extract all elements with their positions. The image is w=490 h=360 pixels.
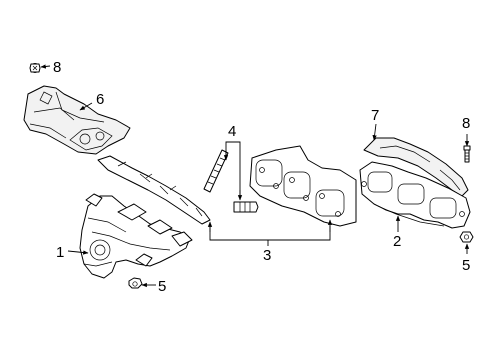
heat-shield-left	[23, 85, 131, 155]
nut-5-right	[459, 231, 474, 243]
callout-6: 6	[96, 91, 104, 108]
heat-shield-right	[363, 137, 469, 197]
leader-lines	[40, 64, 470, 288]
callout-8-left: 8	[53, 59, 61, 76]
bolt-8-left	[29, 63, 41, 73]
callout-4: 4	[228, 123, 236, 140]
nut-5-left	[128, 277, 143, 289]
exhaust-manifold-right	[359, 161, 471, 229]
callout-1: 1	[56, 244, 64, 261]
callout-8-right: 8	[462, 115, 470, 132]
callout-7: 7	[371, 107, 379, 124]
gasket-strip-left	[97, 155, 211, 225]
callout-5-left: 5	[158, 278, 166, 295]
gasket-center	[249, 145, 357, 227]
exhaust-manifold-left	[79, 193, 193, 279]
callout-3: 3	[263, 247, 271, 264]
callout-2: 2	[393, 233, 401, 250]
stud-4-long	[203, 149, 229, 193]
stud-4-short	[233, 201, 259, 213]
bolt-8-right	[463, 145, 471, 163]
callout-5-right: 5	[462, 257, 470, 274]
